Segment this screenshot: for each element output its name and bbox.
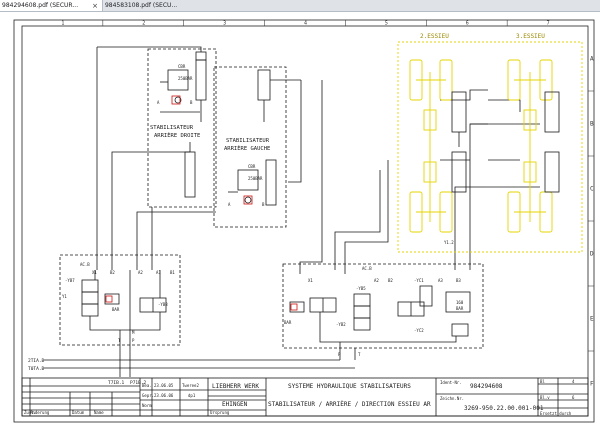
line-bot-2: P71B.2	[130, 380, 147, 386]
line-left-2: T0TA.B	[28, 366, 45, 372]
block1-p: P	[132, 338, 135, 343]
tb-name2: dp1	[188, 393, 196, 398]
tb-urspr: Ursprung	[210, 410, 230, 415]
tb-company: LIEBHERR WERK	[212, 383, 259, 390]
tab-label: 984583108.pdf (SECU...	[104, 2, 178, 9]
block1-b1: B1	[170, 270, 175, 275]
hydraulic-schematic: 1 2 3 4 5 6 7 A B C D E F STABILISATEUR ARRIÈRE DRO…	[13, 19, 595, 423]
port-b-label: B	[190, 100, 193, 105]
tb-title2: STABILISATEUR / ARRIÈRE / DIRECTION ESSI…	[268, 400, 431, 408]
grid-col-label: 2	[142, 21, 145, 27]
line-bot-1: T7IB.1	[108, 380, 125, 386]
tb-ident-label: Ident-Nr.	[440, 380, 462, 385]
tb-date-col: Datum	[72, 410, 85, 415]
block2-bar: BAR	[284, 320, 292, 325]
axle-3-label: 3.ESSIEU	[516, 33, 545, 40]
tb-change-label: Änderung	[30, 410, 50, 415]
tb-date1: 23.06.05	[154, 383, 174, 388]
port-b-left-label: B	[262, 202, 265, 207]
block2-a3: A3	[438, 278, 443, 283]
tab-document-2[interactable]: 984583108.pdf (SECU...	[103, 0, 181, 11]
group-title-right-line2: ARRIÈRE DROITE	[154, 131, 200, 139]
grid-row-label: C	[590, 186, 594, 193]
tab-bar: 984294608.pdf (SECUR... × 984583108.pdf …	[0, 0, 600, 12]
pdf-viewer-page: 1 2 3 4 5 6 7 A B C D E F STABILISATEUR ARRIÈRE DRO…	[0, 12, 600, 443]
tb-title1: SYSTEME HYDRAULIQUE STABILISATEURS	[288, 383, 411, 390]
block1-y: Y1	[62, 294, 67, 299]
group-title-right-line1: STABILISATEUR	[150, 125, 194, 131]
block2-id2: -YB2	[336, 322, 346, 327]
block1-y2: -YB8	[158, 302, 168, 307]
tb-date-label2: Gepr.	[142, 393, 154, 398]
grid-row-label: A	[590, 56, 594, 63]
tb-ident: 984294608	[470, 383, 503, 390]
cb-left-label: CBR	[248, 164, 256, 169]
tb-date-label: Bea.	[142, 383, 152, 388]
tb-sheet: 4	[572, 379, 575, 384]
rating-left-label: 250BAR	[248, 176, 263, 181]
rating-right-label: 250BAR	[178, 76, 193, 81]
cb-right-label: CBR	[178, 64, 186, 69]
line-left-1: 2TIA.B	[28, 358, 45, 364]
block2-z1: -YC1	[414, 278, 424, 283]
tb-sheet-label: Bl	[540, 379, 545, 384]
block2-x: X1	[308, 278, 313, 283]
tb-draw-label: Zeichn.Nr.	[440, 396, 464, 401]
tb-ersetzt: Ersetzt durch	[540, 411, 572, 416]
tb-drawing: 3269-950.22.00.001-001	[464, 405, 544, 412]
tb-date2: 23.06.06	[154, 393, 174, 398]
block2-id: -YB5	[356, 286, 366, 291]
tb-sheets-label: Bl.v	[540, 395, 550, 400]
grid-col-label: 3	[223, 21, 226, 27]
grid-row-label: B	[590, 121, 594, 128]
block1-id: -YB7	[65, 278, 75, 283]
block1-t: T	[118, 338, 121, 343]
block1-bar: BAR	[112, 307, 120, 312]
tb-sheets: 6	[572, 395, 575, 400]
block1-a1: A1	[156, 270, 161, 275]
aux2-label: AC.B	[362, 266, 372, 271]
tb-name1: Tweree2	[182, 383, 199, 388]
block2-z2: -YC2	[414, 328, 424, 333]
block2-a: A2	[374, 278, 379, 283]
axle-2-label: 2.ESSIEU	[420, 33, 449, 40]
tb-zust: Zust.	[24, 410, 36, 415]
block1-a2: A2	[138, 270, 143, 275]
grid-row-label: D	[590, 251, 594, 258]
tb-norm: Norm	[142, 403, 152, 408]
grid-col-label: 6	[466, 21, 469, 27]
block2-b3: B3	[456, 278, 461, 283]
block2-t: T	[358, 352, 361, 357]
grid-row-label: F	[590, 381, 594, 388]
grid-col-label: 5	[385, 21, 388, 27]
aux3-label: Y1.2	[444, 240, 454, 245]
grid-col-label: 7	[547, 21, 550, 27]
tb-name-col: Name	[94, 410, 104, 415]
tab-label: 984294608.pdf (SECUR...	[2, 2, 79, 9]
grid-col-label: 1	[61, 21, 64, 27]
close-icon[interactable]: ×	[92, 1, 98, 10]
block1-m: M	[132, 330, 135, 335]
port-a-left-label: A	[228, 202, 231, 207]
block1-x: X1	[92, 270, 97, 275]
port-a-label: A	[157, 100, 160, 105]
tab-document-1[interactable]: 984294608.pdf (SECUR... ×	[0, 0, 103, 11]
tb-city: EHINGEN	[222, 401, 248, 408]
grid-row-label: E	[590, 316, 594, 323]
group-title-left-line2: ARRIÈRE GAUCHE	[224, 144, 270, 152]
block2-lbar-2: BAR	[456, 306, 464, 311]
block2-b: B2	[388, 278, 393, 283]
grid-col-label: 4	[304, 21, 307, 27]
block1-b2: B2	[110, 270, 115, 275]
group-title-left-line1: STABILISATEUR	[226, 138, 270, 144]
aux1-label: AC.B	[80, 262, 90, 267]
block2-p: P	[338, 352, 341, 357]
block2-lbar-1: 160	[456, 300, 464, 305]
